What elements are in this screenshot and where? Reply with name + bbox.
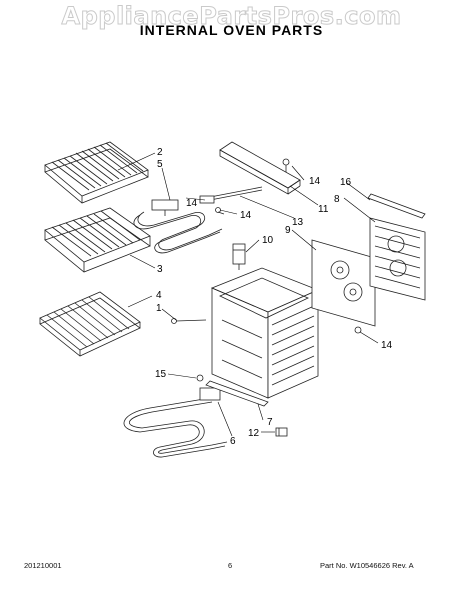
callout-2: 2 [157, 147, 163, 158]
callout-16: 16 [340, 177, 352, 188]
callout-13: 13 [292, 217, 304, 228]
screw-part-15[interactable] [196, 374, 204, 382]
oven-rack-part-4[interactable] [39, 291, 141, 357]
callout-7: 7 [267, 417, 273, 428]
callout-9: 9 [285, 225, 291, 236]
callout-10: 10 [262, 235, 274, 246]
footer-part-number: Part No. W10546626 Rev. A [320, 561, 414, 570]
leader-lines [117, 152, 379, 437]
callout-15: 15 [155, 369, 167, 380]
callout-14-a: 14 [186, 198, 198, 209]
callout-8: 8 [334, 194, 340, 205]
screw-part-14-left[interactable] [171, 318, 207, 324]
screw-part-14-top[interactable] [282, 158, 290, 172]
callout-5: 5 [157, 159, 163, 170]
callout-4: 4 [156, 290, 162, 301]
top-vent-bracket-part-11[interactable] [219, 141, 301, 195]
gasket-strip-part-16[interactable] [367, 193, 426, 219]
footer-code: 201210001 [24, 561, 62, 570]
strip-part-7[interactable] [205, 380, 269, 407]
callout-11: 11 [318, 204, 329, 215]
clip-part-12[interactable] [275, 427, 288, 437]
callout-1: 1 [156, 303, 162, 314]
screw-part-14-fan[interactable] [354, 326, 362, 334]
sensor-part-13[interactable] [199, 186, 263, 204]
oven-cavity-part-1[interactable] [210, 267, 320, 399]
roller-rack-part-3[interactable] [44, 207, 151, 273]
bake-element-part-6[interactable] [123, 387, 228, 458]
convection-fan-cover-part-9[interactable] [311, 239, 376, 327]
footer-page-number: 6 [228, 561, 233, 570]
oven-rack-part-2[interactable] [44, 141, 149, 204]
callout-6: 6 [230, 436, 236, 447]
callout-14-b: 14 [240, 210, 252, 221]
callout-14-c: 14 [309, 176, 321, 187]
diagram-title: INTERNAL OVEN PARTS [139, 22, 324, 38]
watermark-logo: AppliancePartsPros.com [61, 2, 402, 31]
light-socket-part-10[interactable] [232, 243, 246, 270]
callout-3: 3 [157, 264, 163, 275]
broil-element-part-5[interactable] [133, 199, 223, 254]
callout-14-d: 14 [381, 340, 393, 351]
convection-element-part-8[interactable] [369, 217, 426, 301]
callout-12: 12 [248, 428, 260, 439]
